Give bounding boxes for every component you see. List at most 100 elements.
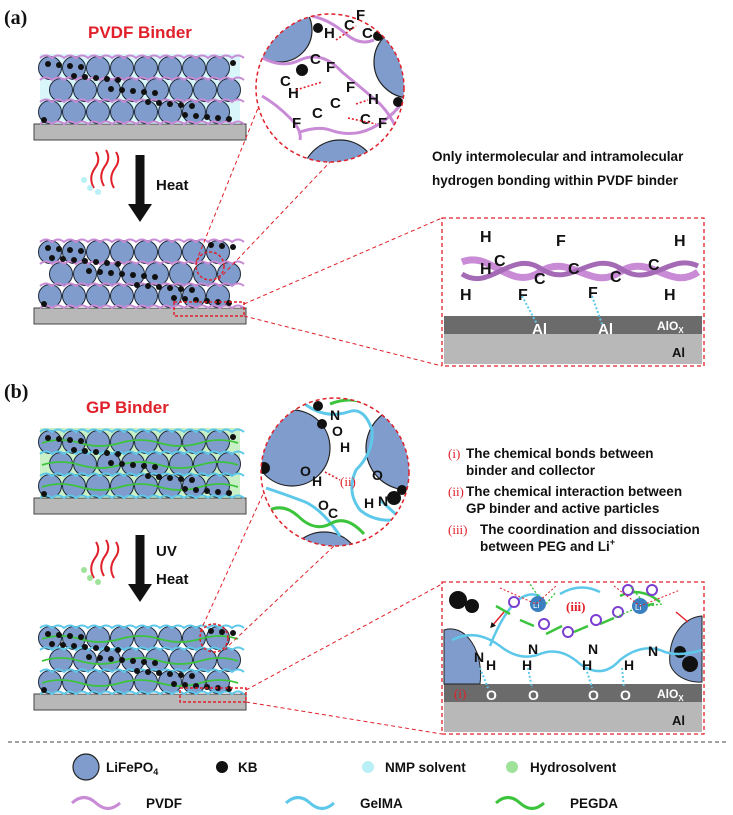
kb-dot <box>78 438 84 444</box>
kb-dot <box>67 247 73 253</box>
lifepo4-particle <box>193 78 217 102</box>
kb-dot <box>86 268 92 274</box>
item-marker: (ii) <box>448 484 464 499</box>
item-line2: binder and collector <box>466 463 596 478</box>
kb-dot <box>104 260 110 266</box>
al-foil <box>444 334 702 364</box>
kb-dot <box>226 490 232 496</box>
kb-dot <box>60 642 66 648</box>
lifepo4-particle <box>169 648 193 672</box>
zoom-b-atom: H <box>340 439 350 455</box>
kb-dot <box>152 90 158 96</box>
binder-strand <box>39 76 245 82</box>
kb-dot <box>167 101 173 107</box>
binder-strand <box>39 624 245 630</box>
kb-dot <box>152 660 158 666</box>
legend-gelma: GelMA <box>284 796 403 811</box>
binder-strand <box>39 238 245 244</box>
zoom-b-atom: H <box>364 495 374 511</box>
heat-icon <box>81 149 120 195</box>
kb-dot <box>41 687 47 693</box>
lifepo4-particle <box>86 474 110 498</box>
lifepo4-particle <box>62 100 86 124</box>
binder-strand <box>39 260 245 266</box>
nh-atom: N <box>528 641 538 657</box>
kb-dot <box>130 462 136 468</box>
lifepo4-particle <box>38 430 62 454</box>
lifepo4-particle <box>62 284 86 308</box>
kb-dot <box>45 245 51 251</box>
legend-nmp: NMP solvent <box>362 760 466 775</box>
zoom-a-atom: F <box>346 79 355 96</box>
kb-dot <box>115 261 121 267</box>
kb-dot <box>141 659 147 665</box>
kb-dot <box>156 284 162 290</box>
kb-dot <box>119 271 125 277</box>
kb-dot <box>97 655 103 661</box>
marker-ii: (ii) <box>340 474 356 489</box>
lifepo4-particle <box>110 240 134 264</box>
kb-dot <box>182 296 188 302</box>
chain-atom: H <box>460 287 472 304</box>
kb-dot <box>71 643 77 649</box>
lifepo4-particle <box>110 284 134 308</box>
peg-oxygen <box>590 614 602 626</box>
binder-strand <box>39 450 245 456</box>
kb-dot <box>130 658 136 664</box>
kb-dot <box>49 641 55 647</box>
peg-oxygen <box>646 584 658 596</box>
kb-dot <box>182 112 188 118</box>
svg-text:KB: KB <box>238 760 258 775</box>
kb-dot <box>178 476 184 482</box>
kb-dot <box>204 684 210 690</box>
li-ion-1 <box>530 596 546 612</box>
al-atom-2: Al <box>598 321 613 338</box>
lifepo4-particle <box>49 452 73 476</box>
kb-dot <box>78 248 84 254</box>
heat-label: Heat <box>156 177 189 194</box>
kb-dot <box>82 74 88 80</box>
kb-dot <box>189 287 195 293</box>
zoom-b-atom: C <box>328 505 338 521</box>
kb-dot <box>45 631 51 637</box>
kb-dot <box>189 673 195 679</box>
kb-dot <box>226 116 232 122</box>
kb-dot <box>145 99 151 105</box>
kb-dot <box>204 488 210 494</box>
lifepo4-particle <box>73 78 97 102</box>
kb-dot <box>193 487 199 493</box>
pvdf-note-line1: Only intermolecular and intramolecular <box>432 149 684 164</box>
zoom-a-atom: C <box>312 105 323 122</box>
binder-strand <box>41 635 239 643</box>
kb-dot <box>141 273 147 279</box>
oxide-layer <box>444 684 702 702</box>
kb-dot <box>86 654 92 660</box>
svg-text:GelMA: GelMA <box>360 796 403 811</box>
zoom-marker-rect <box>179 687 247 703</box>
kb-dot <box>204 298 210 304</box>
electrode-a-after <box>33 238 247 325</box>
zoom-a-atom: F <box>292 115 301 132</box>
kb-dot <box>204 114 210 120</box>
lifepo4-particle <box>169 78 193 102</box>
zoom-b-atom: O <box>332 423 343 439</box>
kb-dot <box>108 460 114 466</box>
binder-strand <box>41 439 239 447</box>
chain-atom: C <box>568 261 580 278</box>
svg-text:NMP solvent: NMP solvent <box>385 760 466 775</box>
kb-dot <box>145 473 151 479</box>
kb-dot <box>178 102 184 108</box>
lifepo4-particle <box>73 262 97 286</box>
lifepo4-particle <box>169 262 193 286</box>
legend-pegda: PEGDA <box>494 796 618 811</box>
kb-dot <box>104 646 110 652</box>
surface-oxygen: O <box>588 687 599 703</box>
lifepo4-particle <box>182 240 206 264</box>
lifepo4-particle <box>158 56 182 80</box>
kb-dot <box>182 682 188 688</box>
binder-strand <box>39 120 245 126</box>
heat-label: Heat <box>156 571 189 588</box>
kb-dot <box>56 632 62 638</box>
kb-dot <box>167 285 173 291</box>
